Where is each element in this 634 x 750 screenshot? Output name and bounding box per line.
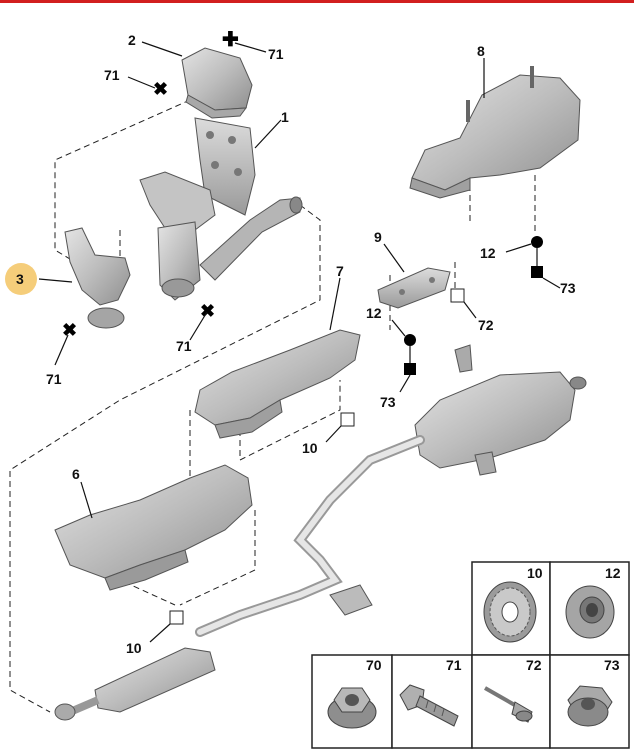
callout-71-top: 71 — [268, 46, 284, 62]
open-square-10-a — [340, 412, 355, 427]
callout-71-low: 71 — [46, 371, 62, 387]
square-marker-73-b — [404, 363, 416, 375]
callout-12-a: 12 — [480, 245, 496, 261]
legend-label-73: 73 — [604, 657, 620, 673]
flange-nut-icon — [327, 687, 377, 729]
callout-7: 7 — [336, 263, 344, 279]
part-8-rear-heat-shield — [409, 66, 581, 199]
legend-label-71: 71 — [446, 657, 462, 673]
legend-label-72: 72 — [526, 657, 542, 673]
callout-2: 2 — [128, 32, 136, 48]
callout-3: 3 — [16, 271, 24, 287]
legend-label-12: 12 — [605, 565, 621, 581]
rear-silencer — [414, 344, 587, 476]
callout-labels: 2 71 71 1 3 71 71 7 8 9 12 73 12 72 73 1… — [5, 32, 576, 656]
cross-marker-71-mid: ✖ — [200, 301, 215, 321]
callout-73-b: 73 — [380, 394, 396, 410]
cross-marker-71-low: ✖ — [62, 320, 77, 340]
callout-73-a: 73 — [560, 280, 576, 296]
top-accent-bar — [0, 0, 634, 3]
callout-1: 1 — [281, 109, 289, 125]
part-6-front-heat-shield — [54, 464, 253, 591]
open-square-72 — [450, 288, 465, 303]
part-3-catalyst-heat-shield — [64, 227, 131, 329]
assembly-guide-lines — [9, 99, 536, 713]
part-2-manifold-heat-shield — [181, 47, 253, 119]
legend-label-70: 70 — [366, 657, 382, 673]
callout-10-a: 10 — [302, 440, 318, 456]
part-7-center-heat-shield — [194, 329, 361, 439]
callout-9: 9 — [374, 229, 382, 245]
dot-marker-12-a — [531, 236, 543, 248]
callout-10-b: 10 — [126, 640, 142, 656]
hex-bolt-icon — [399, 684, 459, 727]
fastener-symbols: ✚ ✖ ✖ ✖ — [62, 29, 543, 625]
dot-marker-12-b — [404, 334, 416, 346]
leader-lines — [38, 41, 561, 643]
callout-3-highlight — [5, 263, 37, 295]
callout-71-mid: 71 — [176, 338, 192, 354]
cross-marker-71-top: ✚ — [222, 29, 239, 51]
hex-nut-icon — [567, 685, 613, 727]
blind-rivet-icon — [484, 686, 533, 723]
legend-box-73 — [549, 654, 630, 749]
callout-8: 8 — [477, 43, 485, 59]
callout-72: 72 — [478, 317, 494, 333]
exhaust-manifold-with-catalyst — [139, 171, 303, 301]
fastener-legend: 10 12 70 71 72 73 — [311, 561, 630, 749]
callout-6: 6 — [72, 466, 80, 482]
legend-label-10: 10 — [527, 565, 543, 581]
intermediate-pipe — [54, 435, 425, 721]
part-9-small-heat-shield-plate — [377, 267, 451, 309]
callout-71-left: 71 — [104, 67, 120, 83]
spacer-washer-icon — [565, 585, 615, 639]
serrated-washer-icon — [483, 581, 537, 643]
open-square-10-b — [169, 610, 184, 625]
cross-marker-71-left: ✖ — [153, 79, 168, 99]
square-marker-73-a — [531, 266, 543, 278]
callout-12-b: 12 — [366, 305, 382, 321]
